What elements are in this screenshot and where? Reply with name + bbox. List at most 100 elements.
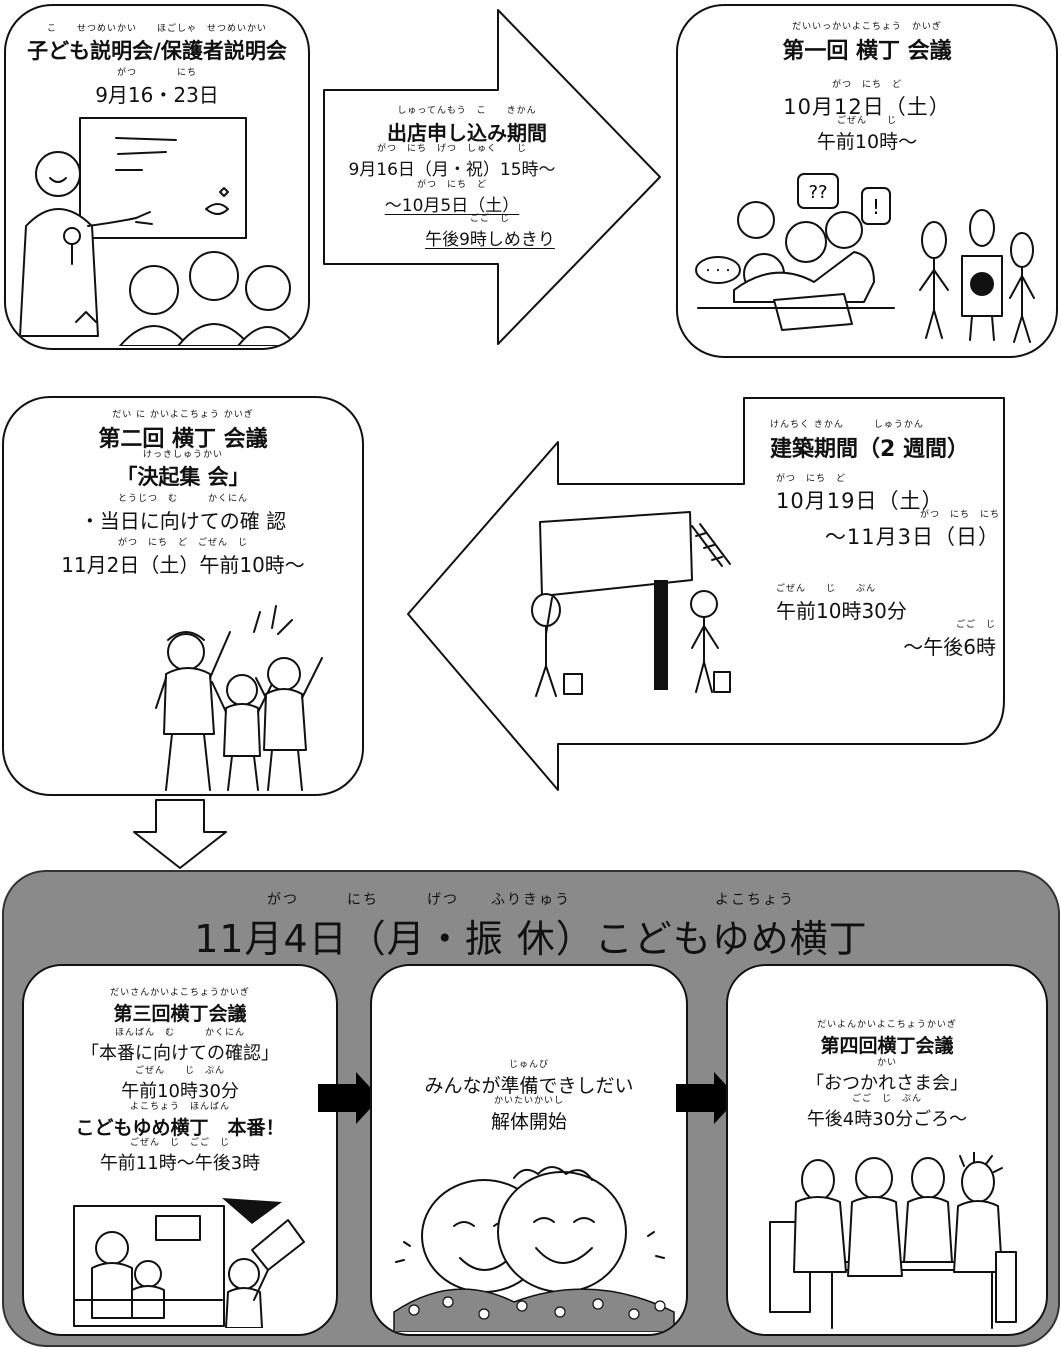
card1-line3-ruby: よこちょう ほんばん [129,1102,230,1112]
step2-line1: 9月16日（月・祝）15時～ [348,160,556,180]
step4-time2-ruby: ごご じ [955,620,996,630]
card3-title: 第四回横丁会議 [820,1035,954,1057]
step3-date-block: がつ にち ど 10月12日（土） [678,80,1056,121]
step5-date: 11月2日（土）午前10時～ [61,553,305,577]
card1-line4: 午前11時～午後3時 [99,1153,261,1174]
card2-line1-block: じゅんび みんなが準備できしだい [372,1060,686,1098]
speech-exclaim: ! [872,195,880,219]
card1-line4-ruby: ごぜん じ ごご じ [129,1138,230,1148]
arrow-right-event-2 [674,1070,740,1126]
step5-subtitle-block: けっきしゅうかい 「決起集 会」 [4,450,362,491]
step1-title-ruby: こ せつめいかい ほごしゃ せつめいかい [46,24,267,34]
card2-line2-ruby: かいたいかいし [493,1096,564,1106]
arrow-down [130,798,230,870]
step5-bullet: ・当日に向けての確 認 [79,509,287,533]
step4-time1-block: ごぜん じ ぷん 午前10時30分 [776,584,996,624]
event-card-meeting4: だいよんかいよこちょうかいぎ 第四回横丁会議 かい 「おつかれさま会」 ごご じ… [726,964,1048,1336]
step5-title-ruby: だい に かいよこちょう かいぎ [112,410,254,420]
step4-date1-block: がつ にち ど 10月19日（土） [776,474,996,515]
arrow-right-1 [322,8,664,346]
card2-line1-ruby: じゅんび [508,1060,549,1070]
card2-line2-block: かいたいかいし 解体開始 [372,1096,686,1134]
cheering-illustration [142,594,342,794]
event-title: 11月4日（月・振 休）こどもゆめ横丁 [194,917,868,961]
card3-title-ruby: だいよんかいよこちょうかいぎ [817,1020,957,1030]
presentation-illustration [16,114,296,346]
step5-bullet-ruby: とうじつ む かくにん [117,494,248,504]
step4-title: 建築期間（2 週間） [770,437,969,462]
card2-line2: 解体開始 [490,1111,567,1133]
step4-title-block: けんちく きかん しゅうかん 建築期間（2 週間） [770,420,1000,463]
step4-time1-ruby: ごぜん じ ぷん [776,584,877,594]
step4-title-ruby: けんちく きかん しゅうかん [770,420,924,430]
card1-line3: こどもゆめ横丁 本番！ [75,1117,285,1139]
step5-bullet-block: とうじつ む かくにん ・当日に向けての確 認 [4,494,362,534]
step3-date: 10月12日（土） [783,95,951,119]
card3-line1-ruby: かい [876,1058,897,1068]
step2-line2-ruby: がつ にち ど [416,180,487,190]
event-title-block: がつ にち げつ ふりきゅう よこちょう 11月4日（月・振 休）こどもゆめ横丁 [4,892,1058,963]
step1-date: 9月16・23日 [95,83,219,107]
step1-title-block: こ せつめいかい ほごしゃ せつめいかい 子ども説明会/保護者説明会 [6,24,308,65]
step4-date2-ruby: がつ にち にち [919,510,1000,520]
step4-date2: ～11月3日（日） [824,525,1000,549]
arrow-right-event-1 [316,1070,382,1126]
celebration-illustration [384,1162,678,1332]
step2-line2-block: がつ にち ど ～10月5日（土） [322,180,582,216]
event-card-meeting3: だいさんかいよこちょうかいぎ 第三回横丁会議 ほんばん む かくにん 「本番に向… [22,964,338,1336]
step2-title: 出店申し込み期間 [387,121,547,145]
construction-illustration [520,506,740,702]
step4-date1-ruby: がつ にち ど [776,474,847,484]
step2-line1-ruby: がつ にち げつ しゅく じ [376,144,527,154]
card1-line2: 午前10時30分 [121,1081,239,1102]
speech-dots: ・・・ [703,266,733,277]
step4-time2: ～午後6時 [903,635,996,659]
step2-line3: 午後9時しめきり [425,230,555,250]
event-day-panel: がつ にち げつ ふりきゅう よこちょう 11月4日（月・振 休）こどもゆめ横丁… [2,870,1060,1347]
card1-title-ruby: だいさんかいよこちょうかいぎ [110,988,250,998]
step5-subtitle-ruby: けっきしゅうかい [142,450,223,460]
step5-date-ruby: がつ にち ど ごぜん じ [117,538,248,548]
event-card-dismantle: じゅんび みんなが準備できしだい かいたいかいし 解体開始 [370,964,688,1336]
step2-title-block: しゅってんもう こ きかん 出店申し込み期間 [322,106,612,146]
step2-line1-block: がつ にち げつ しゅく じ 9月16日（月・祝）15時～ [322,144,582,180]
step4-time1: 午前10時30分 [776,599,907,623]
step5-title-block: だい に かいよこちょう かいぎ 第二回 横丁 会議 [4,410,362,453]
step1-date-ruby: がつ にち [116,68,197,78]
discussion-illustration [756,1152,1026,1332]
step4-time2-block: ごご じ ～午後6時 [800,620,996,660]
shop-illustration [72,1192,308,1328]
step5-card: だい に かいよこちょう かいぎ 第二回 横丁 会議 けっきしゅうかい 「決起集… [2,396,364,796]
step3-time-block: ごぜん じ 午前10時～ [678,116,1056,154]
step1-title: 子ども説明会/保護者説明会 [27,39,287,63]
step3-title-ruby: だいいっかいよこちょう かいぎ [792,22,942,32]
meeting-illustration: ?? ! ・・・ [694,170,1044,348]
step2-line2: ～10月5日（土） [384,196,520,216]
card3-line2: 午後4時30分ごろ～ [806,1109,968,1130]
card3-title-block: だいよんかいよこちょうかいぎ 第四回横丁会議 [728,1020,1046,1058]
card1-line2-block: ごぜん じ ぷん 午前10時30分 [24,1066,336,1103]
event-title-ruby: がつ にち げつ ふりきゅう よこちょう [267,892,795,908]
card1-title: 第三回横丁会議 [113,1003,247,1025]
step5-subtitle: 「決起集 会」 [116,465,250,489]
card1-line2-ruby: ごぜん じ ぷん [134,1066,225,1076]
step3-title: 第一回 横丁 会議 [782,39,952,64]
step1-date-block: がつ にち 9月16・23日 [6,68,308,108]
step1-card: こ せつめいかい ほごしゃ せつめいかい 子ども説明会/保護者説明会 がつ にち… [4,4,310,350]
step2-line3-block: ごご じ 午後9時しめきり [360,214,620,250]
card1-line3-block: よこちょう ほんばん こどもゆめ横丁 本番！ [24,1102,336,1140]
step3-card: だいいっかいよこちょう かいぎ 第一回 横丁 会議 がつ にち ど 10月12日… [676,4,1058,358]
card1-title-block: だいさんかいよこちょうかいぎ 第三回横丁会議 [24,988,336,1026]
step3-date-ruby: がつ にち ど [831,80,902,90]
card1-line1-ruby: ほんばん む かくにん [114,1028,245,1038]
step5-date-block: がつ にち ど ごぜん じ 11月2日（土）午前10時～ [4,538,362,578]
step3-title-block: だいいっかいよこちょう かいぎ 第一回 横丁 会議 [678,22,1056,65]
step3-time-ruby: ごぜん じ [836,116,897,126]
speech-question: ?? [808,182,827,203]
card2-line1: みんなが準備できしだい [424,1075,634,1097]
step2-title-ruby: しゅってんもう こ きかん [397,106,537,116]
card3-line1: 「おつかれさま会」 [806,1073,968,1094]
card1-line1: 「本番に向けての確認」 [81,1043,279,1064]
card3-line2-ruby: ごご じ ぷん [851,1094,922,1104]
card3-line1-block: かい 「おつかれさま会」 [728,1058,1046,1095]
